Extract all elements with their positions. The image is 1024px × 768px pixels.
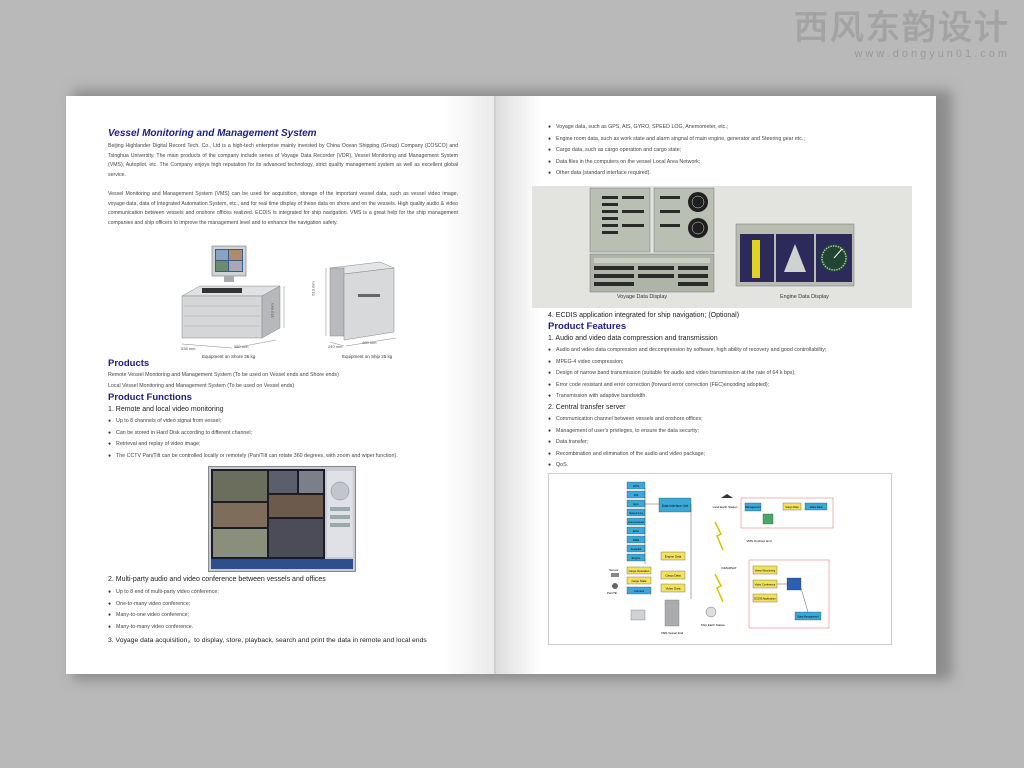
watermark-title: 西风东韵设计	[794, 9, 1010, 47]
voyage-data-display-caption: Voyage Data Display	[617, 294, 668, 300]
feature-1-heading: 1. Audio and video data compression and …	[548, 335, 718, 342]
data-display-panel	[532, 186, 912, 308]
function-3-heading: 3. Voyage data acquisition，to display, s…	[108, 637, 427, 644]
page-title: Vessel Monitoring and Management System	[108, 128, 317, 139]
video-monitoring-screenshot	[208, 466, 356, 572]
sensor-label: Sensor	[609, 568, 619, 572]
small-box-label: Cargo Operation	[629, 569, 650, 573]
inmarsat-label: INMARSAT	[721, 566, 736, 570]
sensor-box	[626, 481, 646, 490]
top-box-label: Video Data	[810, 505, 823, 509]
ecdis-line: 4. ECDIS application integrated for ship…	[548, 312, 740, 319]
sensor-box-label: Autopilot	[631, 547, 642, 551]
sensor-box-label: Echo	[633, 529, 640, 533]
list-item: Design of narrow band transmission (suit…	[548, 368, 826, 380]
pan-tilt-label: Pan/Tilt	[607, 591, 617, 595]
list-item: Communication channel between vessels an…	[548, 414, 705, 426]
list-item: Management of user's privileges, to ensu…	[548, 426, 705, 438]
onshore-box-label: ECDIS Application	[754, 597, 776, 601]
list-item: Recombination and elimination of the aud…	[548, 449, 705, 461]
ship-dim-width: 240 mm	[328, 344, 343, 349]
list-item: Cargo data, such as cargo operation and …	[548, 145, 805, 157]
watermark: 西风东韵设计 www.dongyun01.com	[794, 8, 1010, 60]
list-item: Transmission with adaptive bandwidth.	[548, 391, 826, 403]
onshore-box-label: Data Management	[797, 615, 819, 619]
left-page: Vessel Monitoring and Management System …	[66, 96, 496, 674]
shore-equipment-image	[181, 245, 285, 349]
mid-box-label: Cargo Data	[665, 574, 681, 578]
onshore-box-label: Vessel Monitoring	[755, 569, 776, 573]
shore-equipment-caption: Equipment on Shore 36 kg	[202, 354, 256, 359]
sensor-box-label: Anemometer	[628, 520, 644, 524]
function-1-list: Up to 8 channels of video signal from ve…	[108, 416, 398, 462]
list-item: Retrieval and replay of video image;	[108, 439, 398, 451]
engine-data-display-caption: Engine Data Display	[780, 294, 829, 300]
intro-paragraph-1: Beijing Highlander Digital Record Tech. …	[108, 143, 458, 178]
list-item: Up to 8 end of multi-party video confere…	[108, 587, 219, 599]
sensor-box-label: AIS	[634, 493, 639, 497]
features-heading: Product Features	[548, 321, 627, 332]
shore-dim-depth: 580 mm	[234, 344, 249, 349]
list-item: MPEG-4 video compression;	[548, 357, 826, 369]
shore-dim-width: 538 mm	[181, 346, 196, 351]
land-earth-label: Land Earth Station	[713, 505, 738, 509]
list-item: Error code resistant and error correctio…	[548, 380, 826, 392]
comm-box-label: Data Interface Unit	[662, 504, 689, 508]
mid-box-label: Engine Data	[665, 555, 682, 559]
function-2-heading: 2. Multi-party audio and video conferenc…	[108, 576, 326, 583]
list-item: Up to 8 channels of video signal from ve…	[108, 416, 398, 428]
ship-dim-depth: 480 mm	[362, 340, 377, 345]
voyage-data-list: Voyage data, such as GPS, AIS, GYRO, SPE…	[548, 122, 805, 180]
shore-dim-height: 310 mm	[269, 303, 275, 318]
list-item: Audio and video data compression and dec…	[548, 345, 826, 357]
top-box-label: Management	[745, 505, 760, 509]
list-item: One-to-many video conference;	[108, 599, 219, 611]
list-item: Engine room data, such as work state and…	[548, 134, 805, 146]
vms-vessel-label: VMS Vessel End	[661, 631, 684, 635]
sensor-box-label: DME	[633, 538, 639, 542]
feature-1-list: Audio and video data compression and dec…	[548, 345, 826, 403]
sensor-box-label: Engine	[632, 556, 641, 560]
mid-box-label: Video Data	[666, 587, 681, 591]
list-item: Many-to-one video conference;	[108, 610, 219, 622]
watermark-url: www.dongyun01.com	[854, 48, 1010, 60]
functions-heading: Product Functions	[108, 392, 192, 403]
products-heading: Products	[108, 358, 150, 369]
list-item: Can be stored in Hard Disk according to …	[108, 428, 398, 440]
list-item: Other data (standard interface required)…	[548, 168, 805, 180]
function-1-heading: 1. Remote and local video monitoring	[108, 406, 224, 413]
list-item: Voyage data, such as GPS, AIS, GYRO, SPE…	[548, 122, 805, 134]
top-box-label: Cargo Data	[785, 505, 799, 509]
product-line-1: Remote Vessel Monitoring and Management …	[108, 372, 339, 378]
right-page: Voyage data, such as GPS, AIS, GYRO, SPE…	[496, 96, 936, 674]
feature-2-heading: 2. Central transfer server	[548, 404, 626, 411]
sensor-box-label: Speed Log	[629, 511, 643, 515]
product-line-2: Local Vessel Monitoring and Management S…	[108, 383, 295, 389]
small-box-label: Cargo State	[632, 579, 647, 583]
sensor-box-label: Gyro	[633, 502, 640, 506]
intro-paragraph-2: Vessel Monitoring and Management System …	[108, 191, 458, 226]
list-item: Data transfer;	[548, 437, 705, 449]
list-item: Data files in the computers on the vesse…	[548, 157, 805, 169]
list-item: The CCTV Pan/Tilt can be controlled loca…	[108, 451, 398, 463]
onshore-box-label: Video Conference	[755, 583, 776, 587]
list-item: Many-to-many video conference.	[108, 622, 219, 634]
ship-equipment-caption: Equipment on Ship 25 kg	[342, 354, 393, 359]
list-item: QoS.	[548, 460, 705, 472]
ship-earth-label: Ship Earth Station	[701, 623, 726, 627]
sensor-box-label: GPS	[633, 484, 639, 488]
vms-onshore-label: VMS Onshore End	[746, 539, 771, 543]
feature-2-list: Communication channel between vessels an…	[548, 414, 705, 472]
function-2-list: Up to 8 end of multi-party video confere…	[108, 587, 219, 633]
small-box-label: Camera	[634, 589, 644, 593]
ship-dim-height: 610 mm	[310, 281, 316, 296]
ship-equipment-image	[325, 261, 397, 347]
